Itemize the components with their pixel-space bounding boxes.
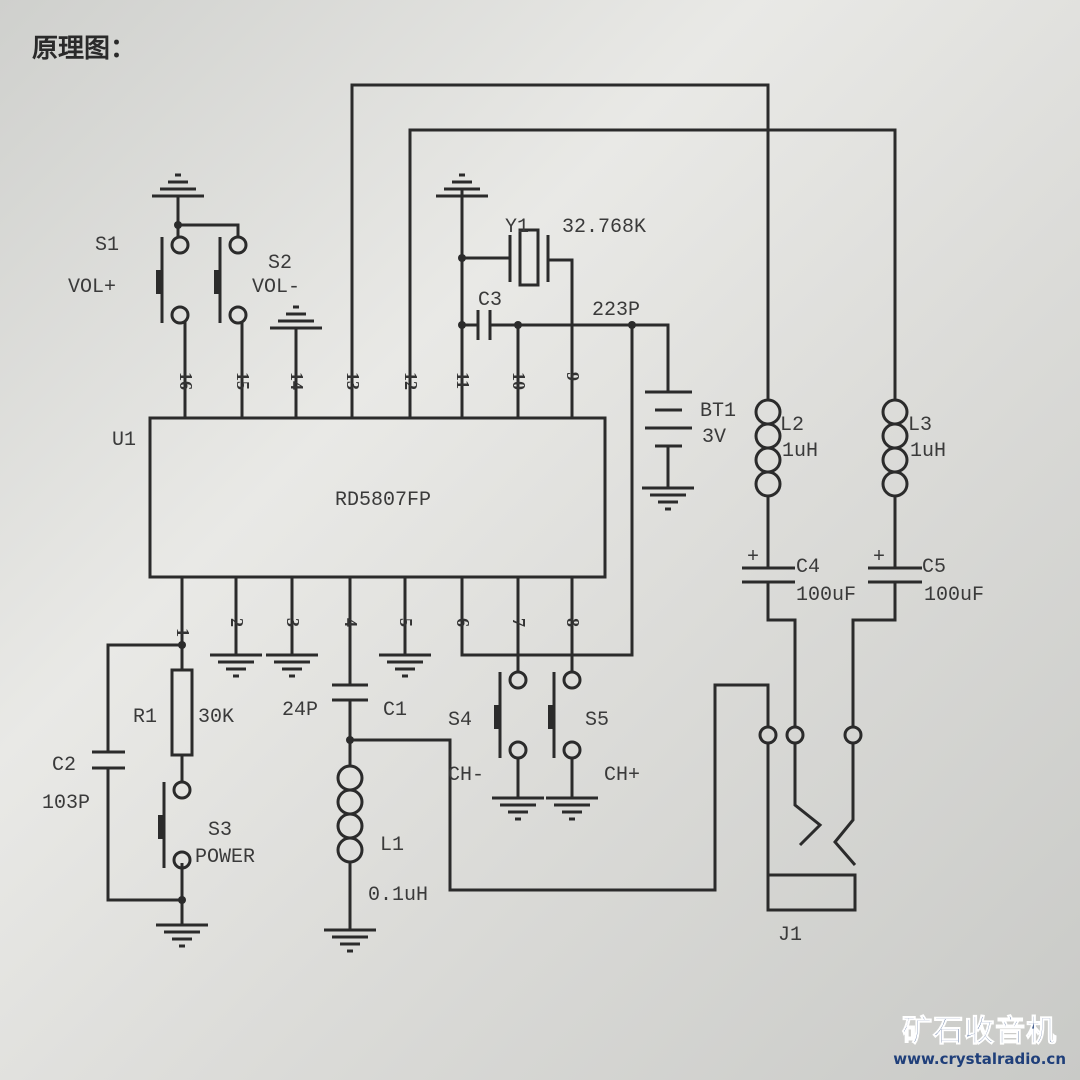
- pin-label: 10: [509, 372, 529, 390]
- c1-value: 24P: [282, 699, 318, 722]
- pin-label: 6: [453, 618, 473, 627]
- top-pins: 16 15 14 13 12 11 10 9: [176, 83, 897, 418]
- pin-label: 5: [396, 618, 416, 627]
- s3-fn: POWER: [195, 846, 255, 869]
- c5-label: C5: [922, 556, 946, 579]
- c2-label: C2: [52, 754, 76, 777]
- c5-value: 100uF: [924, 584, 984, 607]
- y1-label: Y1: [505, 216, 529, 239]
- c4-value: 100uF: [796, 584, 856, 607]
- l1-value: 0.1uH: [368, 884, 428, 907]
- c2-value: 103P: [42, 792, 90, 815]
- pin-label: 12: [401, 372, 421, 390]
- ic-body: [148, 416, 607, 579]
- pin-label: 7: [509, 618, 529, 627]
- channel-switches: S4 S5 CH- CH+: [448, 670, 640, 821]
- s3-label: S3: [208, 819, 232, 842]
- l1-label: L1: [380, 834, 404, 857]
- r1-value: 30K: [198, 706, 234, 729]
- s5-label: S5: [585, 709, 609, 732]
- s1-fn: VOL+: [68, 276, 116, 299]
- pin-label: 3: [283, 618, 303, 627]
- bt1-label: BT1: [700, 400, 736, 423]
- s4-label: S4: [448, 709, 472, 732]
- r1-label: R1: [133, 706, 157, 729]
- bt1-value: 3V: [702, 426, 726, 449]
- l2-value: 1uH: [782, 440, 818, 463]
- plus-sign: +: [747, 546, 759, 569]
- pin-label: 15: [233, 372, 253, 390]
- y1-value: 32.768K: [562, 216, 646, 239]
- bottom-pins: 1 2 3 4 5 6 7 8: [173, 577, 583, 685]
- s4-fn: CH-: [448, 764, 484, 787]
- pin-label: 13: [343, 372, 363, 390]
- watermark-logo: 矿石收音机 www.crystalradio.cn: [893, 1006, 1066, 1069]
- l2-label: L2: [780, 414, 804, 437]
- switch-s1-s2: S1 VOL+ S2 VOL-: [68, 173, 324, 330]
- crystal-and-battery: Y1 32.768K C3 223P BT1 3V: [434, 173, 736, 657]
- diagram-title: 原理图：: [32, 34, 137, 64]
- pin-label: 8: [563, 618, 583, 627]
- power-section: R1 30K C2 103P S3 POWER: [42, 641, 255, 948]
- pin-label: 9: [563, 372, 583, 381]
- c4-label: C4: [796, 556, 820, 579]
- pin-label: 11: [453, 372, 473, 389]
- pin-label: 4: [341, 618, 361, 627]
- j1-label: J1: [778, 924, 802, 947]
- s5-fn: CH+: [604, 764, 640, 787]
- s1-label: S1: [95, 234, 119, 257]
- ic-ref: U1: [112, 429, 136, 452]
- l3-label: L3: [908, 414, 932, 437]
- c3-label: C3: [478, 289, 502, 312]
- pin-label: 1: [173, 628, 193, 637]
- antenna-section: 24P C1 L1 0.1uH: [282, 683, 428, 953]
- jack-j1[interactable]: J1: [350, 683, 863, 947]
- s2-label: S2: [268, 252, 292, 275]
- plus-sign: +: [873, 546, 885, 569]
- pin-label: 2: [227, 618, 247, 627]
- pin-label: 14: [287, 372, 307, 390]
- c3-value: 223P: [592, 299, 640, 322]
- l3-value: 1uH: [910, 440, 946, 463]
- watermark-url: www.crystalradio.cn: [893, 1050, 1066, 1068]
- s2-fn: VOL-: [252, 276, 300, 299]
- ic-part: RD5807FP: [335, 489, 431, 512]
- watermark-name: 矿石收音机: [902, 1014, 1058, 1050]
- output-filters: + + L2 1uH L3 1uH C4 100uF C5 100uF: [742, 398, 984, 727]
- pin-label: 16: [176, 372, 196, 390]
- c1-label: C1: [383, 699, 407, 722]
